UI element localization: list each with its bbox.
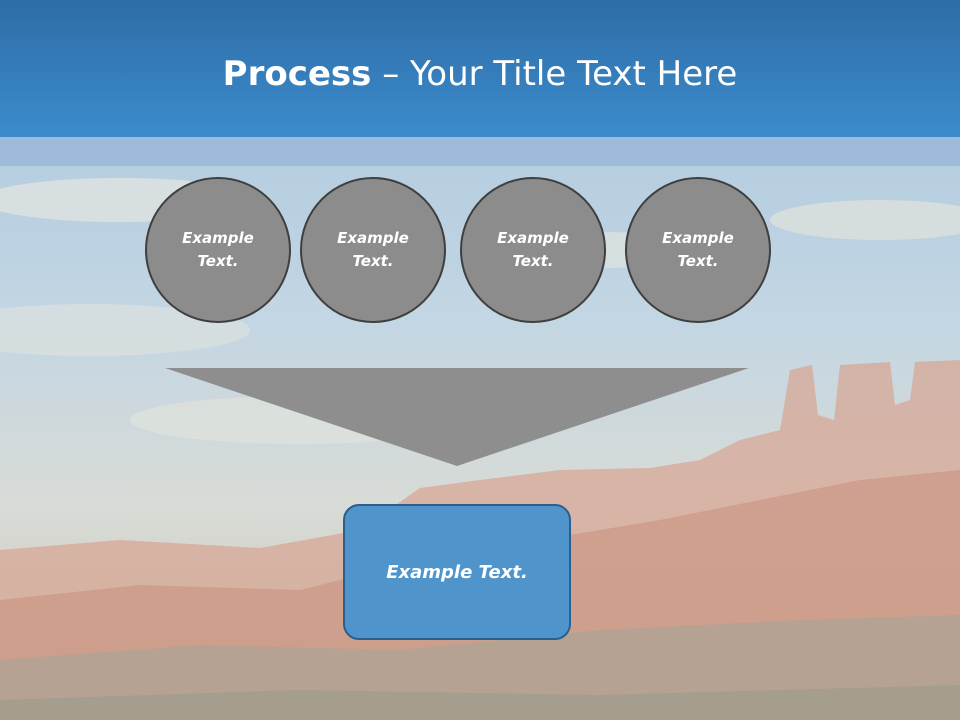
funnel-arrow: [165, 368, 749, 466]
slide-title: Process – Your Title Text Here: [0, 52, 960, 96]
title-separator: –: [371, 54, 411, 94]
step-circle-4: Example Text.: [625, 177, 771, 323]
step-circle-3: Example Text.: [460, 177, 606, 323]
step-circle-1: Example Text.: [145, 177, 291, 323]
step-label-2: Example Text.: [337, 229, 409, 270]
step-circle-2: Example Text.: [300, 177, 446, 323]
step-label-4: Example Text.: [662, 229, 734, 270]
title-bar: [0, 0, 960, 137]
result-label: Example Text.: [386, 561, 528, 583]
title-rest: Your Title Text Here: [410, 54, 738, 94]
title-band: [0, 137, 960, 166]
step-label-3: Example Text.: [497, 229, 569, 270]
step-label-1: Example Text.: [182, 229, 254, 270]
title-bold: Process: [222, 54, 372, 94]
result-box: Example Text.: [343, 504, 571, 640]
